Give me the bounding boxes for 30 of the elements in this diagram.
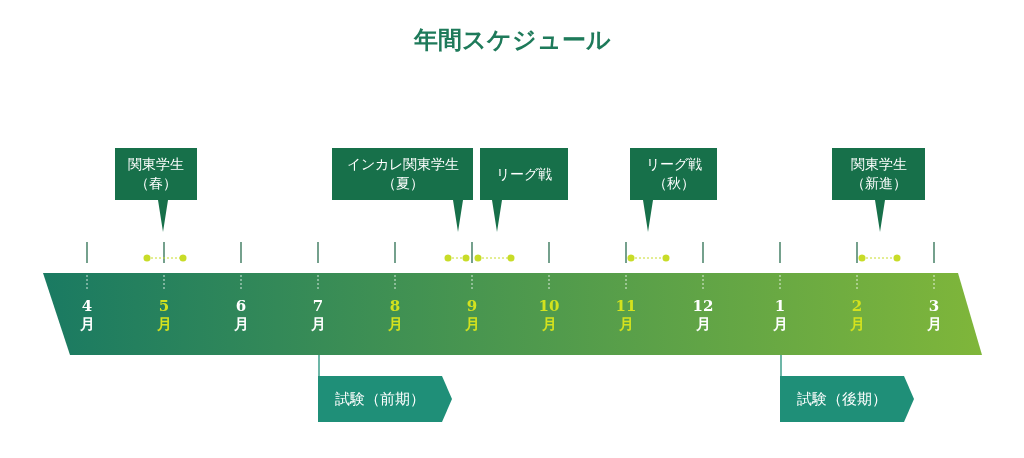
exam-tag [780,376,914,422]
month-label: 12月 [692,297,714,333]
connector-line [318,354,320,377]
month-label: 9月 [463,297,481,333]
event-label: リーグ戦 [495,164,553,184]
title-text: 年間スケジュール [412,24,612,56]
event-label: リーグ戦（秋） [644,155,703,193]
exam-label: 試験（後期） [796,388,888,410]
month-label: 4月 [78,297,96,333]
month-label: 11月 [615,297,637,333]
timeline-band [43,273,982,355]
month-label: 1月 [771,297,789,333]
exam-tag [318,376,452,422]
month-label: 7月 [309,297,327,333]
callout-bubble [630,148,717,232]
event-label: 関東学生（春） [127,155,185,193]
event-label: 関東学生（新進） [849,155,908,193]
month-label: 3月 [925,297,943,333]
callout-bubble [332,148,473,232]
connector-line [780,354,782,377]
event-label: インカレ関東学生（夏） [345,155,460,193]
month-label: 5月 [155,297,173,333]
month-label: 6月 [232,297,250,333]
callout-bubble [115,148,197,232]
callout-bubble [832,148,925,232]
month-label: 8月 [386,297,404,333]
callout-bubble [480,148,568,232]
month-label: 10月 [538,297,560,333]
exam-label: 試験（前期） [334,388,426,410]
month-label: 2月 [848,297,866,333]
